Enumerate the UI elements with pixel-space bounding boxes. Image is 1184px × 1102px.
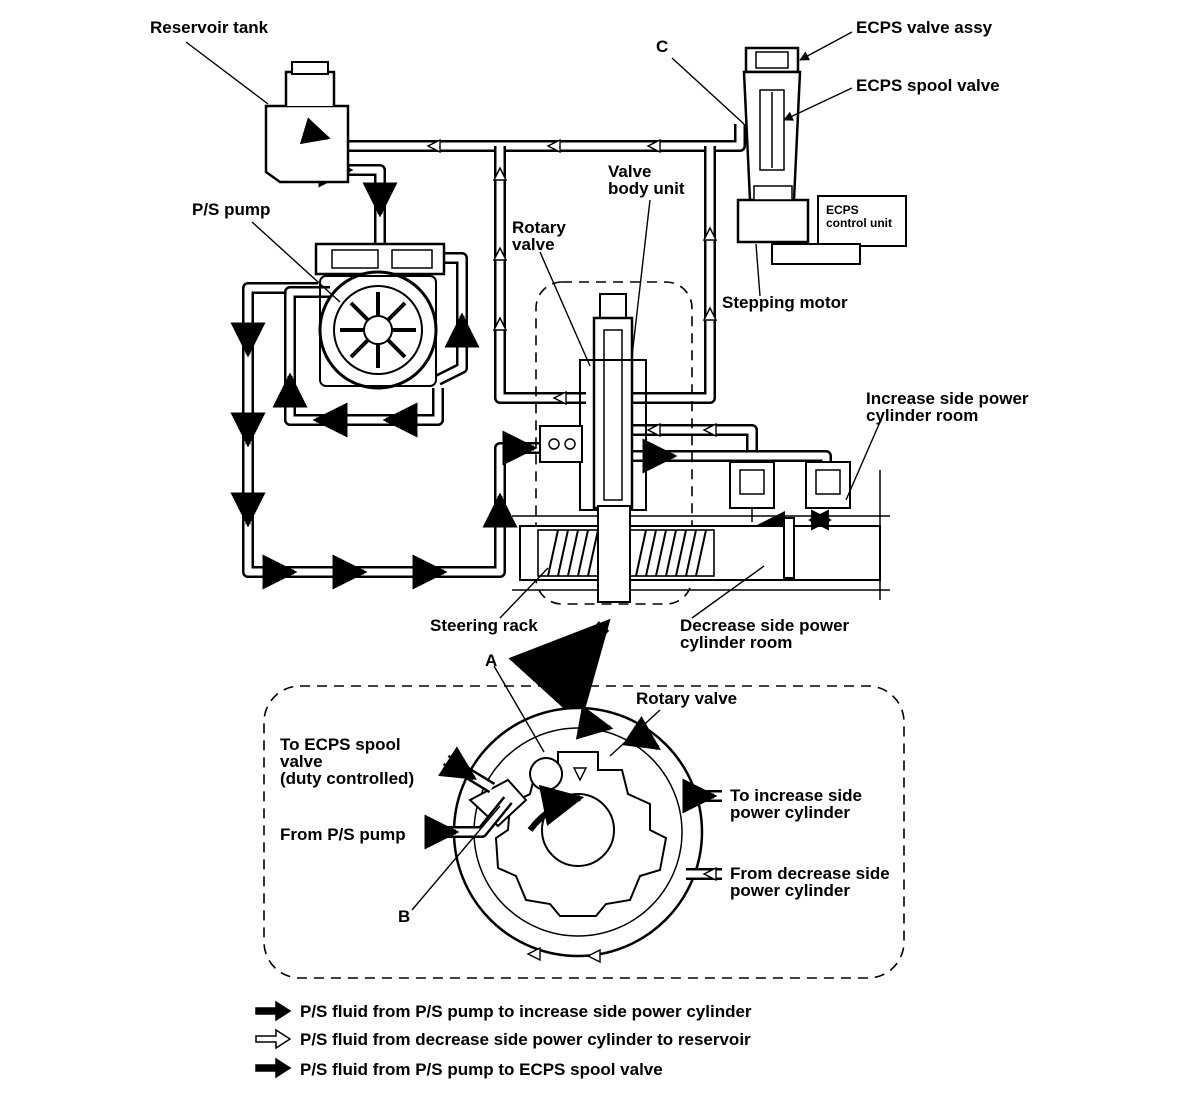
label-steering-rack: Steering rack (430, 616, 538, 635)
label-ps-pump: P/S pump (192, 200, 270, 219)
legend-item-pump-to-ecps: P/S fluid from P/S pump to ECPS spool va… (255, 1057, 663, 1079)
label-ecps-valve-assy: ECPS valve assy (856, 18, 993, 37)
label-c: C (656, 37, 668, 56)
rotary-valve-detail (263, 685, 905, 979)
label-to-increase-1: To increase side (730, 786, 862, 805)
reservoir-tank (264, 61, 350, 184)
label-to-ecps-1: To ECPS spool (280, 735, 401, 754)
label-a: A (485, 651, 497, 670)
legend-text-3: P/S fluid from P/S pump to ECPS spool va… (300, 1060, 663, 1079)
legend-text-1: P/S fluid from P/S pump to increase side… (300, 1002, 752, 1021)
fluid-pipes (242, 124, 832, 578)
labels: Reservoir tank P/S pump C ECPS valve ass… (150, 18, 1029, 926)
label-from-decrease-1: From decrease side (730, 864, 890, 883)
legend-item-decrease-to-reservoir: P/S fluid from decrease side power cylin… (255, 1028, 751, 1050)
legend: P/S fluid from P/S pump to increase side… (255, 1000, 752, 1079)
check-valves (729, 461, 851, 531)
label-increase-side-1: Increase side power (866, 389, 1029, 408)
label-from-decrease-2: power cylinder (730, 881, 850, 900)
label-to-ecps-3: (duty controlled) (280, 769, 414, 788)
label-ecps-control-unit-1: ECPS (826, 203, 859, 217)
label-increase-side-2: cylinder room (866, 406, 978, 425)
ecps-control-unit (771, 195, 907, 265)
label-valve-body-1: Valve (608, 162, 652, 181)
flow-arrows-white (426, 138, 718, 438)
legend-text-2: P/S fluid from decrease side power cylin… (300, 1030, 751, 1049)
label-valve-body-2: body unit (608, 179, 685, 198)
label-rotary-valve-2: valve (512, 235, 555, 254)
label-from-pump: From P/S pump (280, 825, 406, 844)
label-reservoir-tank: Reservoir tank (150, 18, 269, 37)
label-to-ecps-2: valve (280, 752, 323, 771)
label-stepping-motor: Stepping motor (722, 293, 848, 312)
label-ecps-spool-valve: ECPS spool valve (856, 76, 1000, 95)
legend-item-pump-to-increase: P/S fluid from P/S pump to increase side… (255, 1000, 752, 1022)
label-to-increase-2: power cylinder (730, 803, 850, 822)
label-ecps-control-unit-2: control unit (826, 216, 892, 230)
ecps-valve-assy (736, 46, 810, 244)
label-rotary-valve-1: Rotary (512, 218, 566, 237)
label-rotary-valve-detail: Rotary valve (636, 689, 737, 708)
label-decrease-side-2: cylinder room (680, 633, 792, 652)
label-decrease-side-1: Decrease side power (680, 616, 850, 635)
leader-lines (185, 31, 881, 911)
ps-pump (314, 242, 446, 390)
label-b: B (398, 907, 410, 926)
steering-rack (512, 470, 890, 603)
